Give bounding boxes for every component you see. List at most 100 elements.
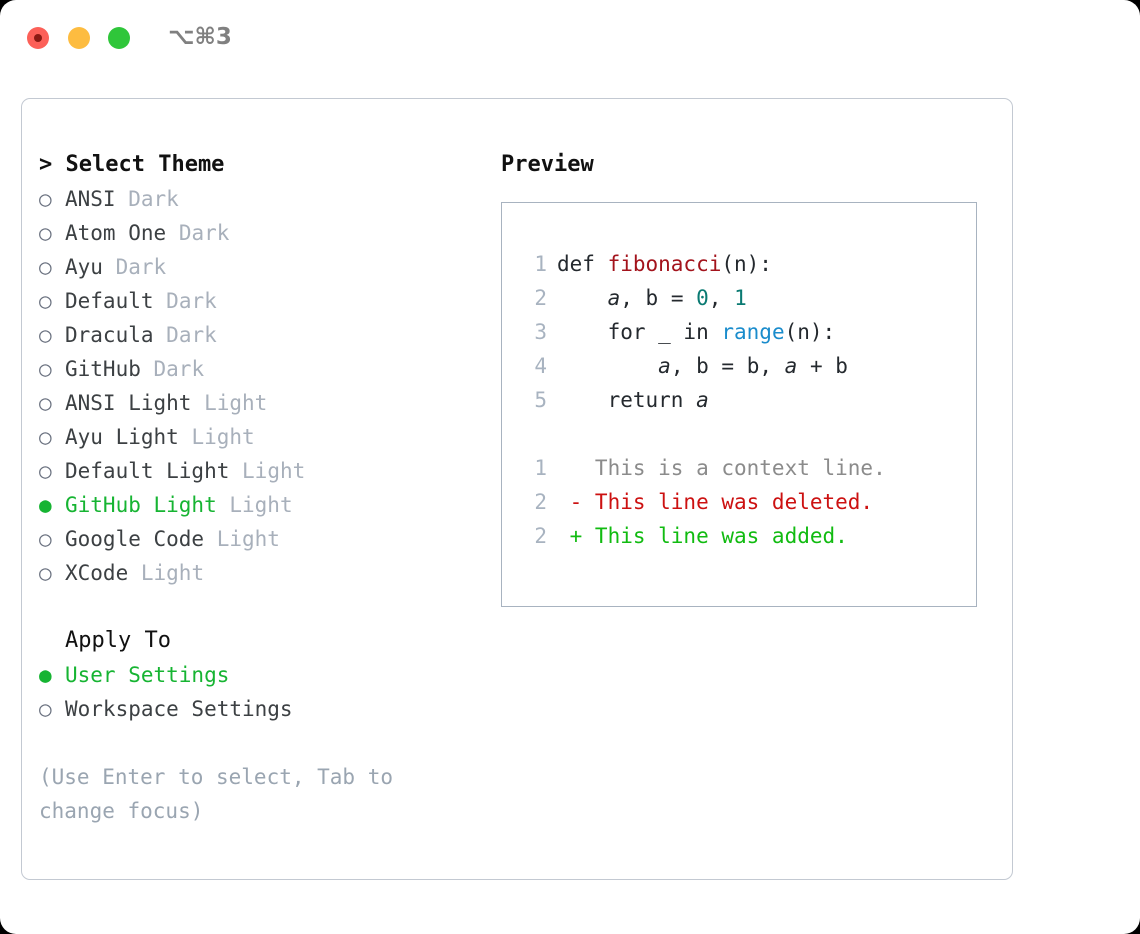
theme-variant-label: Light [229,493,293,517]
code-token: return [557,388,697,412]
theme-name-label: XCode [65,561,129,585]
theme-variant-label: Light [242,459,306,483]
diff-line: 2 + This line was added. [502,519,976,553]
theme-name-label: Dracula [65,323,154,347]
code-token: + [797,354,836,378]
theme-name-label: Default [65,289,154,313]
code-token [557,286,608,310]
code-diff-spacer [502,417,976,451]
apply-to-label: Workspace Settings [65,697,293,721]
apply-to-label: User Settings [65,663,230,687]
line-number: 1 [534,456,547,480]
theme-list-item[interactable]: ○XCode Light [39,556,489,590]
code-token: , [670,354,697,378]
theme-name-label: Default Light [65,459,230,483]
code-token: a [696,388,709,412]
theme-variant-label: Light [216,527,280,551]
theme-list-item[interactable]: ○ANSI Dark [39,182,489,216]
code-token: = [658,286,697,310]
line-number: 1 [534,252,547,276]
close-window-button[interactable] [27,27,49,49]
theme-list-item[interactable]: ○Atom One Dark [39,216,489,250]
title-bar: ⌥⌘3 [0,0,1140,76]
line-number: 3 [534,320,547,344]
theme-variant-label: Dark [166,323,217,347]
code-token: fibonacci [607,252,722,276]
theme-name-label: Ayu Light [65,425,179,449]
theme-list-item[interactable]: ○GitHub Dark [39,352,489,386]
apply-to-item[interactable]: ● User Settings [39,658,489,692]
code-token: a [784,354,798,378]
code-token: a [607,286,621,310]
theme-variant-label: Dark [153,357,205,381]
radio-unselected-icon: ○ [39,255,52,279]
radio-unselected-icon: ○ [39,561,52,585]
code-token: , [759,354,785,378]
apply-to-item[interactable]: ○ Workspace Settings [39,692,489,726]
theme-name-label: ANSI Light [65,391,192,415]
code-token: range [721,320,785,344]
code-token: = [708,354,747,378]
radio-unselected-icon: ○ [39,187,52,211]
preview-header: Preview [501,152,594,177]
theme-list-item[interactable]: ○ Dracula Dark [39,318,489,352]
keyboard-hint-text: (Use Enter to select, Tab to change focu… [39,765,406,823]
diff-line: 1 This is a context line. [502,451,976,485]
radio-selected-icon: ● [39,493,52,517]
radio-unselected-icon: ○ [39,697,52,721]
radio-unselected-icon: ○ [39,323,52,347]
line-number: 4 [534,354,547,378]
code-token: for _ in [557,320,722,344]
theme-name-label: Google Code [65,527,205,551]
theme-list-item[interactable]: ○ANSI Light Light [39,386,489,420]
code-token: (n): [721,252,772,276]
apply-to-list[interactable]: ● User Settings ○ Workspace Settings [39,658,489,726]
radio-unselected-icon: ○ [39,357,52,381]
code-line: 1 def fibonacci(n): [502,247,976,281]
radio-unselected-icon: ○ [39,527,52,551]
code-token [557,354,658,378]
theme-name-label: Atom One [65,221,167,245]
theme-variant-label: Dark [115,255,167,279]
code-token: b [746,354,760,378]
zoom-window-button[interactable] [108,27,130,49]
radio-unselected-icon: ○ [39,459,52,483]
radio-unselected-icon: ○ [39,289,52,313]
code-token: + This line was added. [557,524,848,548]
radio-selected-icon: ● [39,663,52,687]
theme-variant-label: Dark [166,289,217,313]
code-token: b [696,354,709,378]
theme-list[interactable]: ○ANSI Dark○Atom One Dark○Ayu Dark○Defaul… [39,182,489,590]
code-line: 5 return a [502,383,976,417]
radio-unselected-icon: ○ [39,425,52,449]
select-theme-header: > Select Theme [39,152,225,177]
theme-list-item[interactable]: ○ Ayu Dark [39,250,489,284]
theme-name-label: GitHub Light [65,493,217,517]
code-token: def [557,252,608,276]
line-number: 5 [534,388,547,412]
code-token: a [658,354,671,378]
theme-list-item[interactable]: ○ Default Dark [39,284,489,318]
code-token: - This line was deleted. [557,490,874,514]
minimize-window-button[interactable] [68,27,90,49]
code-token: , [708,286,735,310]
code-token: , [620,286,646,310]
theme-list-item[interactable]: ○ Google Code Light [39,522,489,556]
diff-sample: 1 This is a context line. 2 - This line w… [502,451,976,553]
line-number: 2 [534,490,547,514]
theme-list-item[interactable]: ○Ayu Light Light [39,420,489,454]
theme-list-item[interactable]: ○ Default Light Light [39,454,489,488]
code-token: 0 [696,286,709,310]
line-number: 2 [534,524,547,548]
keyboard-shortcut-label: ⌥⌘3 [168,24,232,50]
theme-name-label: Ayu [65,255,103,279]
code-line: 2 a, b = 0, 1 [502,281,976,315]
theme-selector-column: > Select Theme ○ANSI Dark○Atom One Dark○… [39,148,489,828]
code-token: 1 [734,286,747,310]
theme-list-item[interactable]: ● GitHub Light Light [39,488,489,522]
code-line: 3 for _ in range(n): [502,315,976,349]
